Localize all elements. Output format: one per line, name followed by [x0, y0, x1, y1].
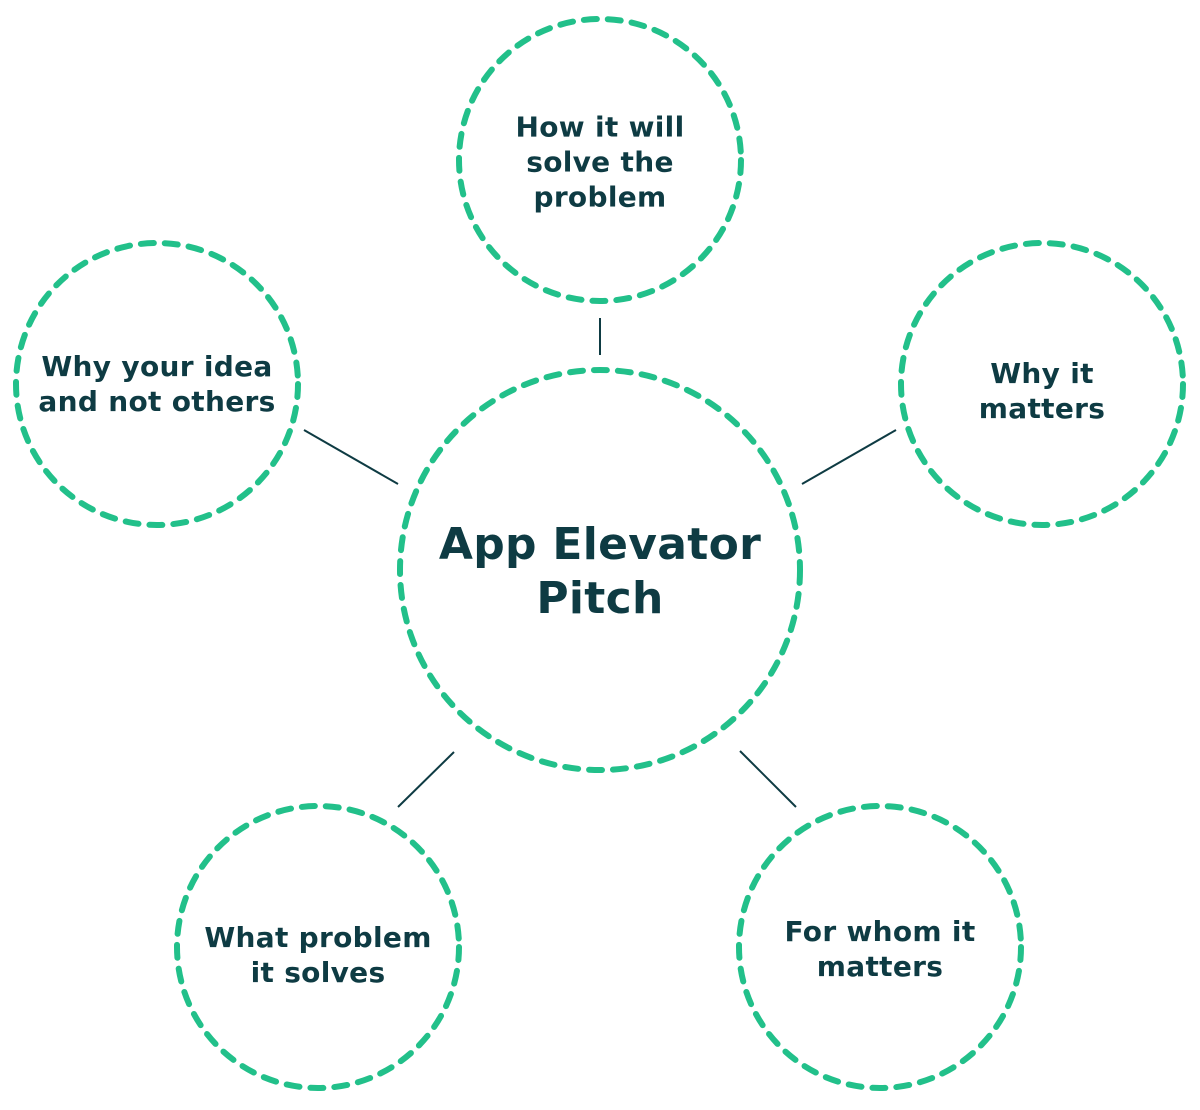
- center-circle: [397, 367, 803, 773]
- node-circle-what-problem: [174, 803, 462, 1091]
- center-title: App Elevator Pitch: [438, 519, 762, 624]
- connector-center-to-why-matters: [801, 429, 897, 485]
- node-label-what-problem: What problem it solves: [204, 921, 432, 989]
- node-circle-for-whom: [736, 803, 1024, 1091]
- node-circle-why-idea: [13, 240, 301, 528]
- node-label-why-idea: Why your idea and not others: [38, 350, 276, 418]
- node-circle-how: [456, 16, 744, 304]
- connector-center-to-why-idea: [303, 429, 399, 485]
- node-label-for-whom: For whom it matters: [784, 915, 976, 983]
- node-circle-why-matters: [898, 240, 1186, 528]
- node-label-why-matters: Why it matters: [978, 357, 1106, 425]
- connector-center-to-for-whom: [739, 750, 797, 808]
- connector-center-to-what-problem: [397, 751, 455, 808]
- node-label-how: How it will solve the problem: [515, 110, 685, 214]
